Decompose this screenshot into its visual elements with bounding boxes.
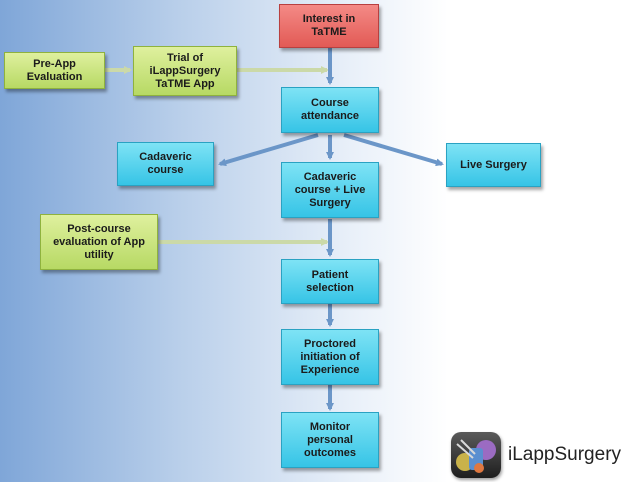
arrow-course-to-cadaveric	[218, 133, 319, 167]
node-course-attendance: Course attendance	[281, 87, 379, 133]
ilappsurgery-logo-icon	[451, 432, 501, 478]
arrow-course-to-live	[343, 133, 444, 167]
node-patient-selection: Patient selection	[281, 259, 379, 304]
node-pre-app-evaluation: Pre-App Evaluation	[4, 52, 105, 89]
node-cadaveric-course-live-surgery: Cadaveric course + Live Surgery	[281, 162, 379, 218]
node-live-surgery: Live Surgery	[446, 143, 541, 187]
ilappsurgery-logo-text: iLappSurgery	[508, 444, 622, 465]
node-post-course-evaluation: Post-course evaluation of App utility	[40, 214, 158, 270]
node-trial-of-app: Trial of iLappSurgery TaTME App	[133, 46, 237, 96]
node-interest-in-tatme: Interest in TaTME	[279, 4, 379, 48]
node-monitor-personal-outcomes: Monitor personal outcomes	[281, 412, 379, 468]
node-proctored-initiation: Proctored initiation of Experience	[281, 329, 379, 385]
node-cadaveric-course: Cadaveric course	[117, 142, 214, 186]
